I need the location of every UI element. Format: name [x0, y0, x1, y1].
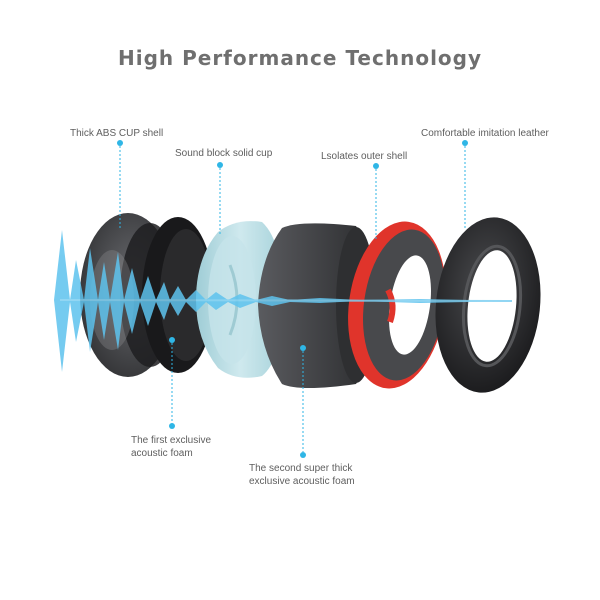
callout-isolates [373, 163, 379, 240]
label-first-foam: The first exclusive acoustic foam [131, 434, 211, 460]
label-abs-cup-shell: Thick ABS CUP shell [70, 128, 164, 139]
leather-ear-cushion [435, 217, 541, 393]
callout-sound-block [217, 162, 223, 235]
label-sound-block-cup: Sound block solid cup [175, 148, 273, 159]
label-first-foam-line2: acoustic foam [131, 448, 193, 459]
callout-first-foam [169, 337, 175, 429]
label-second-foam: The second super thick exclusive acousti… [249, 462, 355, 488]
label-imitation-leather: Comfortable imitation leather [421, 128, 549, 139]
callout-second-foam [300, 345, 306, 458]
label-isolates-outer-shell: Lsolates outer shell [321, 151, 408, 162]
callout-abs [117, 140, 123, 230]
label-second-foam-line1: The second super thick [249, 463, 353, 474]
label-second-foam-line2: exclusive acoustic foam [249, 476, 355, 487]
isolates-outer-shell [348, 221, 446, 389]
page-title: High Performance Technology [117, 46, 483, 70]
callout-leather [462, 140, 468, 230]
label-first-foam-line1: The first exclusive [131, 435, 212, 446]
sound-wave [54, 230, 513, 372]
